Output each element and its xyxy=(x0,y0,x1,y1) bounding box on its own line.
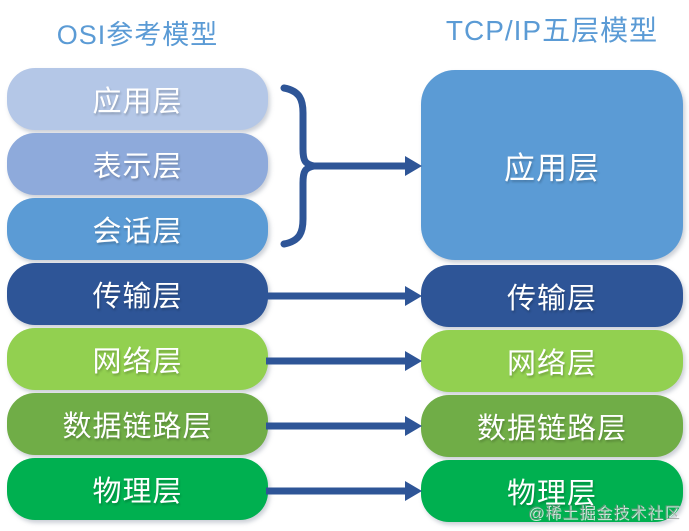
tcpip-transport-layer-box: 传输层 xyxy=(421,265,683,327)
osi-model-title: OSI参考模型 xyxy=(56,20,219,50)
tcpip-network-layer-box: 网络层 xyxy=(421,330,683,392)
arrow-application-head xyxy=(405,156,422,176)
osi-session-layer-box: 会话层 xyxy=(7,198,268,260)
tcpip-physical-layer-box: 物理层 xyxy=(421,460,683,522)
osi-application-layer-box: 应用层 xyxy=(7,68,268,130)
tcpip-model-title: TCP/IP五层模型 xyxy=(445,15,659,46)
osi-physical-layer-box: 物理层 xyxy=(7,458,268,520)
grouping-brace xyxy=(280,84,318,248)
osi-data-link-layer-box: 数据链路层 xyxy=(7,393,268,455)
arrow-physical-head xyxy=(405,481,422,501)
arrow-network-head xyxy=(405,351,422,371)
arrow-transport-head xyxy=(405,286,422,306)
tcpip-data-link-layer-box: 数据链路层 xyxy=(421,395,683,457)
juejin-watermark: @稀土掘金技术社区 xyxy=(527,505,681,522)
osi-network-layer-box: 网络层 xyxy=(7,328,268,390)
osi-transport-layer-box: 传输层 xyxy=(7,263,268,325)
tcpip-application-layer-box: 应用层 xyxy=(421,70,683,260)
osi-presentation-layer-box: 表示层 xyxy=(7,133,268,195)
arrow-data-link-head xyxy=(405,416,422,436)
